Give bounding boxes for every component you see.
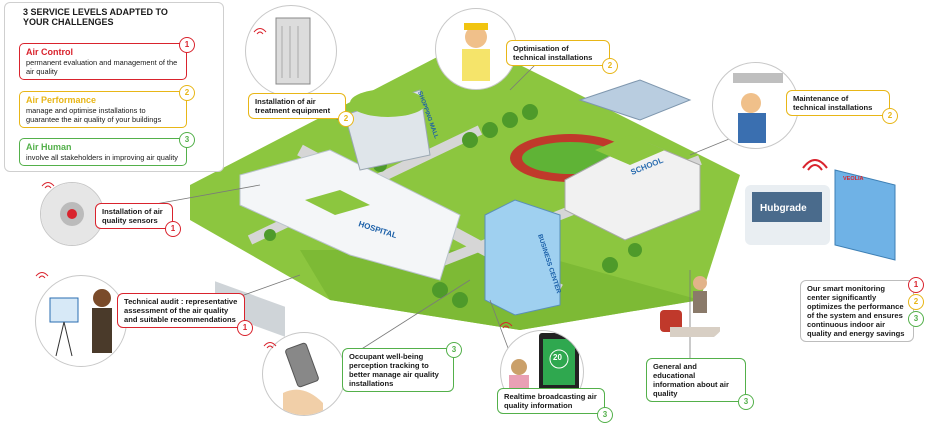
callout-badge: 3 [446, 342, 462, 358]
callout-monitoring-center: Our smart monitoring center significantl… [800, 277, 924, 342]
level-badge: 3 [179, 132, 195, 148]
education-character-image [650, 265, 730, 345]
callout-badge-3: 3 [908, 311, 924, 327]
mall-roof [350, 89, 426, 117]
callout-badge: 2 [882, 108, 898, 124]
level-badge: 1 [179, 37, 195, 53]
callout-maintenance: Maintenance of technical installations 2 [786, 90, 898, 124]
wifi-icon [263, 342, 277, 349]
monitoring-center: Hubgrade VEOLIA [745, 169, 896, 261]
callout-optimisation: Optimisation of technical installations … [506, 40, 618, 74]
legend-title: 3 SERVICE LEVELS ADAPTED TO YOUR CHALLEN… [23, 7, 168, 27]
technician-maintenance-image [712, 62, 799, 149]
wifi-icon [802, 159, 828, 171]
callout-text: Maintenance of technical installations [793, 94, 873, 112]
callout-badge: 2 [338, 111, 354, 127]
callout-air-treatment: Installation of air treatment equipment … [248, 93, 354, 127]
callout-badge: 3 [597, 407, 613, 423]
wifi-icon [499, 322, 513, 329]
callout-wellbeing: Occupant well-being perception tracking … [342, 342, 462, 392]
callout-text: Optimisation of technical installations [513, 44, 593, 62]
business-center-tower [484, 199, 561, 316]
callout-badge: 3 [738, 394, 754, 410]
callout-text: Realtime broadcasting air quality inform… [504, 392, 597, 410]
air-treatment-unit-image [245, 5, 337, 97]
tablet-air-index-value: 20 [553, 353, 562, 362]
level-desc: involve all stakeholders in improving ai… [26, 153, 178, 162]
level-name: Air Performance [26, 95, 97, 105]
service-levels-legend: 3 SERVICE LEVELS ADAPTED TO YOUR CHALLEN… [4, 2, 224, 172]
callout-education: General and educational information abou… [646, 358, 754, 410]
level-badge: 2 [179, 85, 195, 101]
callout-badge-2: 2 [908, 294, 924, 310]
callout-text: Installation of air treatment equipment [255, 97, 331, 115]
veolia-logo: VEOLIA [843, 176, 864, 182]
technician-optimisation-image [435, 8, 517, 90]
level-desc: manage and optimise installations to gua… [26, 106, 162, 124]
hospital-roof [305, 190, 370, 215]
callout-badge-1: 1 [908, 277, 924, 293]
callout-text: Occupant well-being perception tracking … [349, 352, 439, 388]
level-name: Air Control [26, 47, 73, 57]
greenhouse [578, 79, 692, 121]
callout-badge: 1 [165, 221, 181, 237]
callout-sensors: Installation of air quality sensors 1 [95, 203, 181, 237]
callout-text: Installation of air quality sensors [102, 207, 163, 225]
level-air-performance: Air Performance manage and optimise inst… [19, 85, 195, 128]
wifi-icon [41, 182, 55, 189]
level-air-human: Air Human involve all stakeholders in im… [19, 132, 195, 166]
callout-badge: 2 [602, 58, 618, 74]
hubgrade-logo: Hubgrade [760, 203, 807, 214]
callout-broadcast: Realtime broadcasting air quality inform… [497, 388, 613, 423]
wifi-icon [35, 272, 49, 279]
level-air-control: Air Control permanent evaluation and man… [19, 37, 195, 80]
hospital-building [239, 149, 461, 281]
callout-audit: Technical audit : representative assessm… [117, 293, 253, 336]
sensor-image [40, 182, 104, 246]
level-desc: permanent evaluation and management of t… [26, 58, 178, 76]
callout-text: Technical audit : representative assessm… [124, 297, 238, 324]
callout-text: General and educational information abou… [653, 362, 729, 398]
veolia-building [834, 169, 896, 261]
wifi-icon [253, 28, 267, 35]
audit-technician-image [35, 275, 127, 367]
school-roof [595, 135, 665, 165]
level-name: Air Human [26, 142, 72, 152]
callout-badge: 1 [237, 320, 253, 336]
callout-text: Our smart monitoring center significantl… [807, 284, 905, 338]
